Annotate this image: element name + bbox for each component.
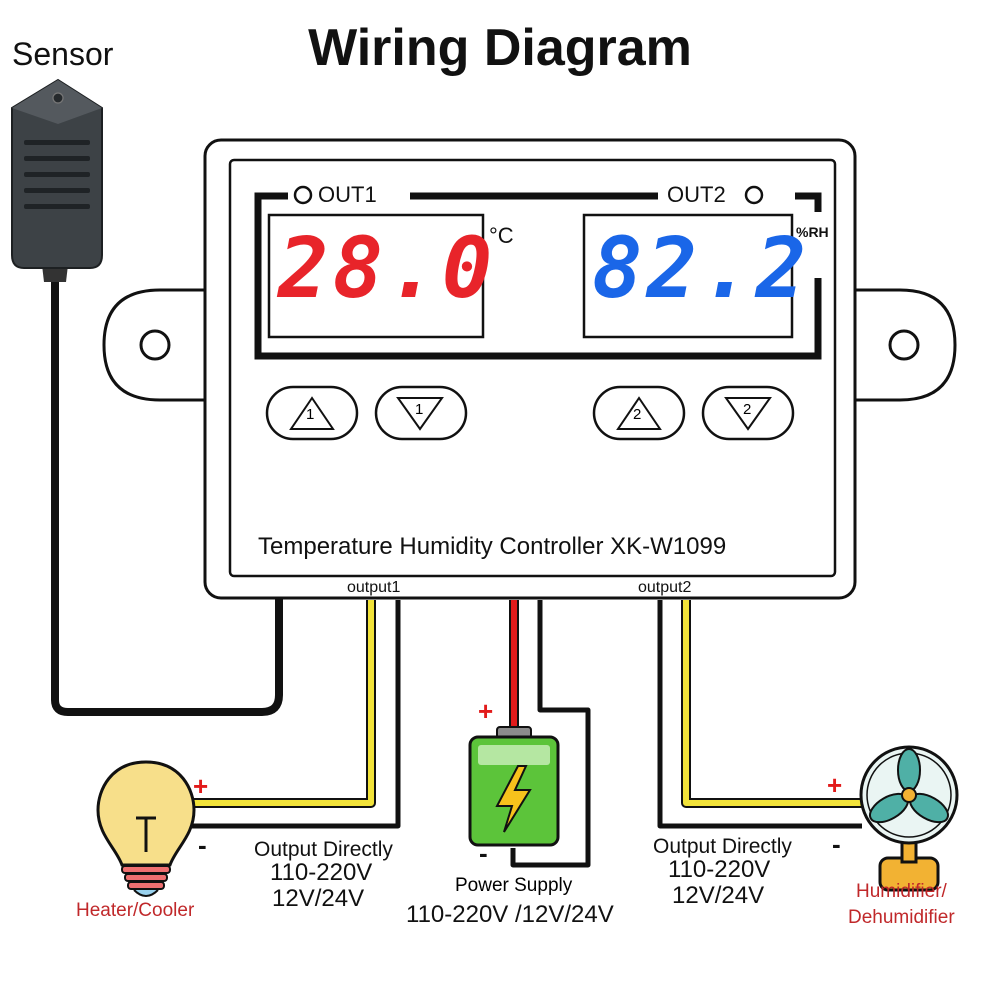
left-minus-sign: - xyxy=(198,830,207,860)
humidity-display-value: 82.2 xyxy=(592,219,811,317)
sensor-probe-icon xyxy=(11,78,103,282)
power-supply-label: Power Supply xyxy=(455,875,573,896)
left-voltage-2: 12V/24V xyxy=(272,885,365,912)
out1-indicator xyxy=(293,185,313,205)
button-down-1[interactable] xyxy=(374,385,468,441)
right-voltage-1: 110-220V xyxy=(668,856,771,883)
out2-label: OUT2 xyxy=(667,182,726,207)
humidity-display-frame xyxy=(582,213,794,339)
button-down-2[interactable] xyxy=(701,385,795,441)
battery-icon xyxy=(468,726,560,847)
humidifier-label-line2: Dehumidifier xyxy=(848,907,955,928)
wires xyxy=(51,278,862,868)
right-output-text: Output Directly xyxy=(653,835,792,858)
heater-cooler-label: Heater/Cooler xyxy=(76,900,195,921)
left-output-text: Output Directly xyxy=(254,838,393,861)
diagram-title: Wiring Diagram xyxy=(308,19,692,77)
button-up-1-number: 1 xyxy=(306,406,315,423)
temp-display-frame xyxy=(267,213,485,339)
fan-icon xyxy=(859,745,959,892)
bulb-icon xyxy=(96,760,196,897)
temp-display-value: 28.0 xyxy=(278,219,497,317)
output1-label: output1 xyxy=(347,579,401,596)
out1-label: OUT1 xyxy=(318,182,377,207)
sensor-label: Sensor xyxy=(12,36,114,72)
right-plus-sign: + xyxy=(827,770,843,800)
temp-unit: °C xyxy=(489,223,514,248)
button-down-1-number: 1 xyxy=(415,401,424,418)
left-voltage-1: 110-220V xyxy=(270,859,373,886)
button-up-2-number: 2 xyxy=(633,406,642,423)
humidity-unit: %RH xyxy=(796,224,829,240)
output2-label: output2 xyxy=(638,579,692,596)
sensor-cable xyxy=(51,278,283,716)
button-down-2-number: 2 xyxy=(743,401,752,418)
right-voltage-2: 12V/24V xyxy=(672,882,765,909)
humidifier-label-line1: Humidifier/ xyxy=(856,881,947,902)
button-up-2[interactable] xyxy=(592,385,686,441)
power-plus-sign: + xyxy=(478,696,494,726)
button-up-1[interactable] xyxy=(265,385,359,441)
right-minus-sign: - xyxy=(832,829,841,859)
wire-output2-black xyxy=(657,600,862,829)
power-minus-sign: - xyxy=(479,838,488,868)
model-label: Temperature Humidity Controller XK-W1099 xyxy=(258,533,727,560)
left-plus-sign: + xyxy=(193,771,209,801)
power-supply-voltage: 110-220V /12V/24V xyxy=(406,901,614,928)
out2-indicator xyxy=(744,185,764,205)
wire-output1-black xyxy=(190,600,401,829)
controller-body xyxy=(102,138,957,600)
wire-power-black xyxy=(510,600,591,868)
buttons xyxy=(265,385,795,441)
